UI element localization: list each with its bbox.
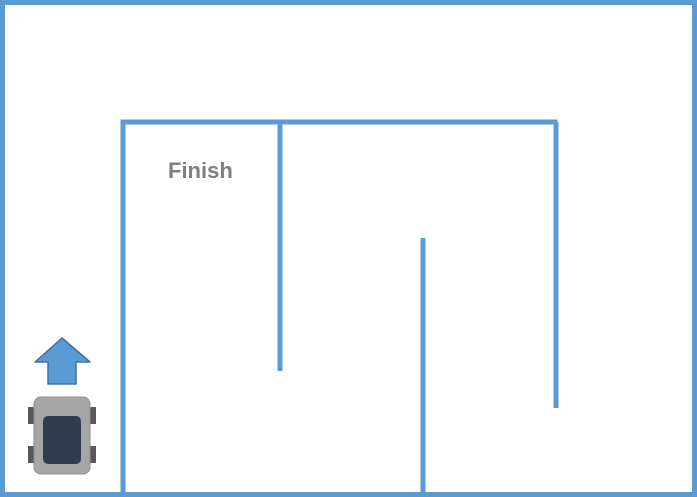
robot-wheel-rear-right <box>90 446 96 463</box>
arrow-up-icon <box>34 337 91 385</box>
robot-car <box>28 396 96 475</box>
finish-label: Finish <box>168 158 233 183</box>
robot-wheel-front-right <box>90 407 96 424</box>
robot-cabin <box>43 416 81 464</box>
robot-wheel-rear-left <box>28 446 34 463</box>
robot-wheel-front-left <box>28 407 34 424</box>
